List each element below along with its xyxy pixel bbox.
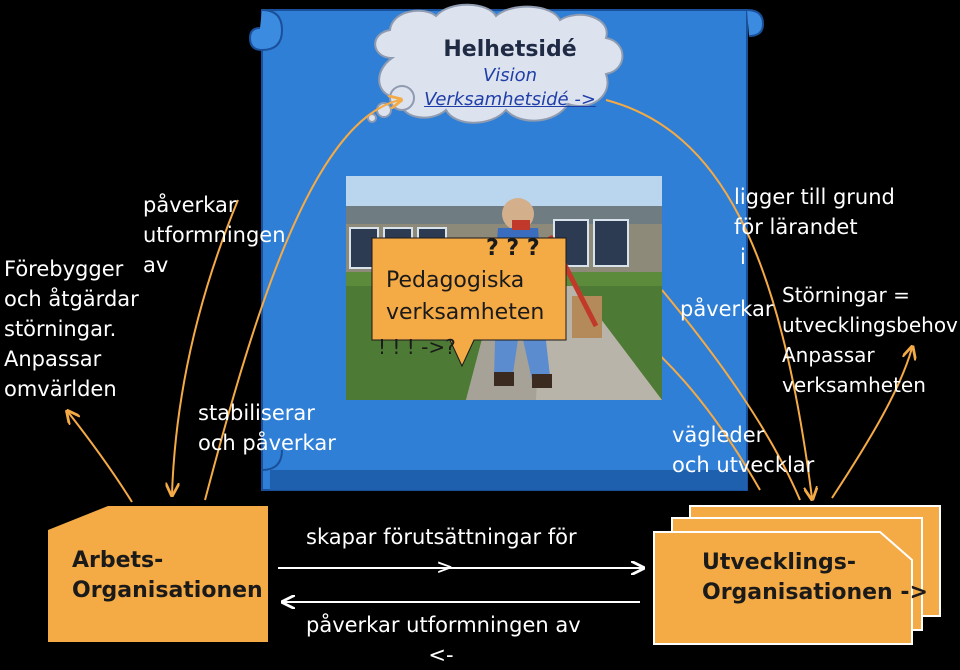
cloud-subtitle: Vision [482,65,538,86]
org-left-shape [48,506,268,642]
top-left-text-line: av [143,253,169,277]
org-right-line: Utvecklings- [702,550,857,575]
bottom-top-text: skapar förutsättningar för -> [306,522,577,582]
stabilize-text-line: stabiliserar [198,401,315,425]
callout-question: ? ? ? [486,236,540,261]
cloud-text: Helhetsidé Vision Verksamhetsidé -> [400,36,620,112]
stabilize-text-line: och påverkar [198,431,336,455]
top-left-text-line: påverkar [143,193,237,217]
pedagogy-callout [371,237,567,368]
org-left-line: Arbets- [72,548,164,573]
left-text-line: Anpassar [4,347,102,371]
left-text-line: störningar. [4,317,117,341]
bottom-top-text-line: -> [428,555,454,579]
right-text: Störningar = utvecklingsbehov Anpassar v… [782,280,958,400]
callout-line-2: verksamheten [386,300,545,325]
right-text-line: utvecklingsbehov [782,313,958,337]
bottom-bottom-text-line: <- [428,643,454,667]
left-text-line: omvärlden [4,377,117,401]
arrow-org-to-cloud [204,100,400,501]
left-text-line: och åtgärdar [4,287,139,311]
stabilize-text: stabiliserar och påverkar [198,398,336,458]
org-left-label: Arbets- Organisationen [72,546,263,606]
arrow-cloud-to-right-org [605,99,812,498]
org-right-shape [653,505,941,645]
cloud-link[interactable]: Verksamhetsidé -> [424,89,596,110]
right-top-text-line: ligger till grund [734,185,895,209]
right-text-line: Störningar = [782,283,910,307]
arrow-left-text [68,412,133,503]
top-left-text: påverkar utformningen av [143,190,286,280]
org-right-label: Utvecklings- Organisationen -> [702,548,928,608]
vagleder-text-line: och utvecklar [672,453,815,477]
arrow-down-to-org-left [172,199,239,494]
vagleder-text-line: vägleder [672,423,765,447]
bottom-top-text-line: skapar förutsättningar för [306,525,577,549]
org-right-line: Organisationen -> [702,580,928,605]
cloud-title: Helhetsidé [443,37,577,62]
callout-line-3: ! ! ! ->? [378,335,456,359]
arrow-right-text [831,348,912,499]
vagleder-text: vägleder och utvecklar [672,420,814,480]
paverkar-text: påverkar [680,297,774,321]
arrow-to-right-org-2 [661,289,801,501]
right-top-text-line: i [740,245,746,269]
callout-line-1: Pedagogiska [386,268,525,293]
left-text-line: Förebygger [4,257,124,281]
right-text-line: verksamheten [782,373,926,397]
bottom-bottom-text-line: påverkar utformningen av [306,613,581,637]
left-text: Förebygger och åtgärdar störningar. Anpa… [4,254,139,404]
top-left-text-line: utformningen [143,223,286,247]
right-top-text-line: för lärandet [734,215,858,239]
right-text-line: Anpassar [782,343,875,367]
right-top-text: ligger till grund för lärandet i [734,182,895,272]
org-left-line: Organisationen [72,578,263,603]
bottom-bottom-text: påverkar utformningen av <- [306,610,581,670]
